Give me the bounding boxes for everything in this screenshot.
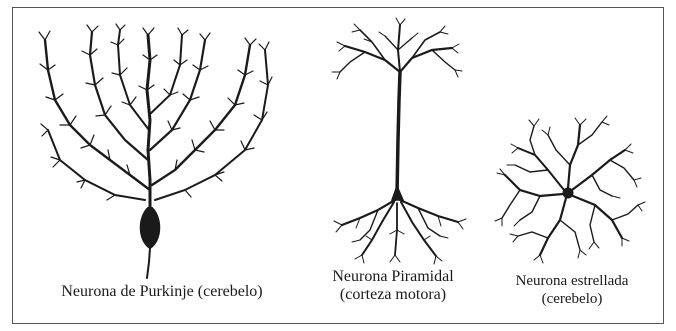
caption-pyramidal-line-1: Neurona Piramidal [308, 268, 478, 286]
caption-stellate-line-2: (cerebelo) [488, 290, 656, 308]
caption-stellate-neuron: Neurona estrellada (cerebelo) [488, 272, 656, 308]
caption-purkinje-neuron: Neurona de Purkinje (cerebelo) [28, 283, 296, 301]
caption-purkinje-line-1: Neurona de Purkinje (cerebelo) [61, 283, 262, 300]
caption-pyramidal-line-2: (corteza motora) [308, 286, 478, 304]
pyramidal-neuron-drawing [332, 18, 466, 264]
stellate-neuron-drawing [495, 116, 645, 263]
caption-stellate-line-1: Neurona estrellada [488, 272, 656, 290]
caption-pyramidal-neuron: Neurona Piramidal (corteza motora) [308, 268, 478, 304]
purkinje-neuron-drawing [39, 24, 272, 278]
